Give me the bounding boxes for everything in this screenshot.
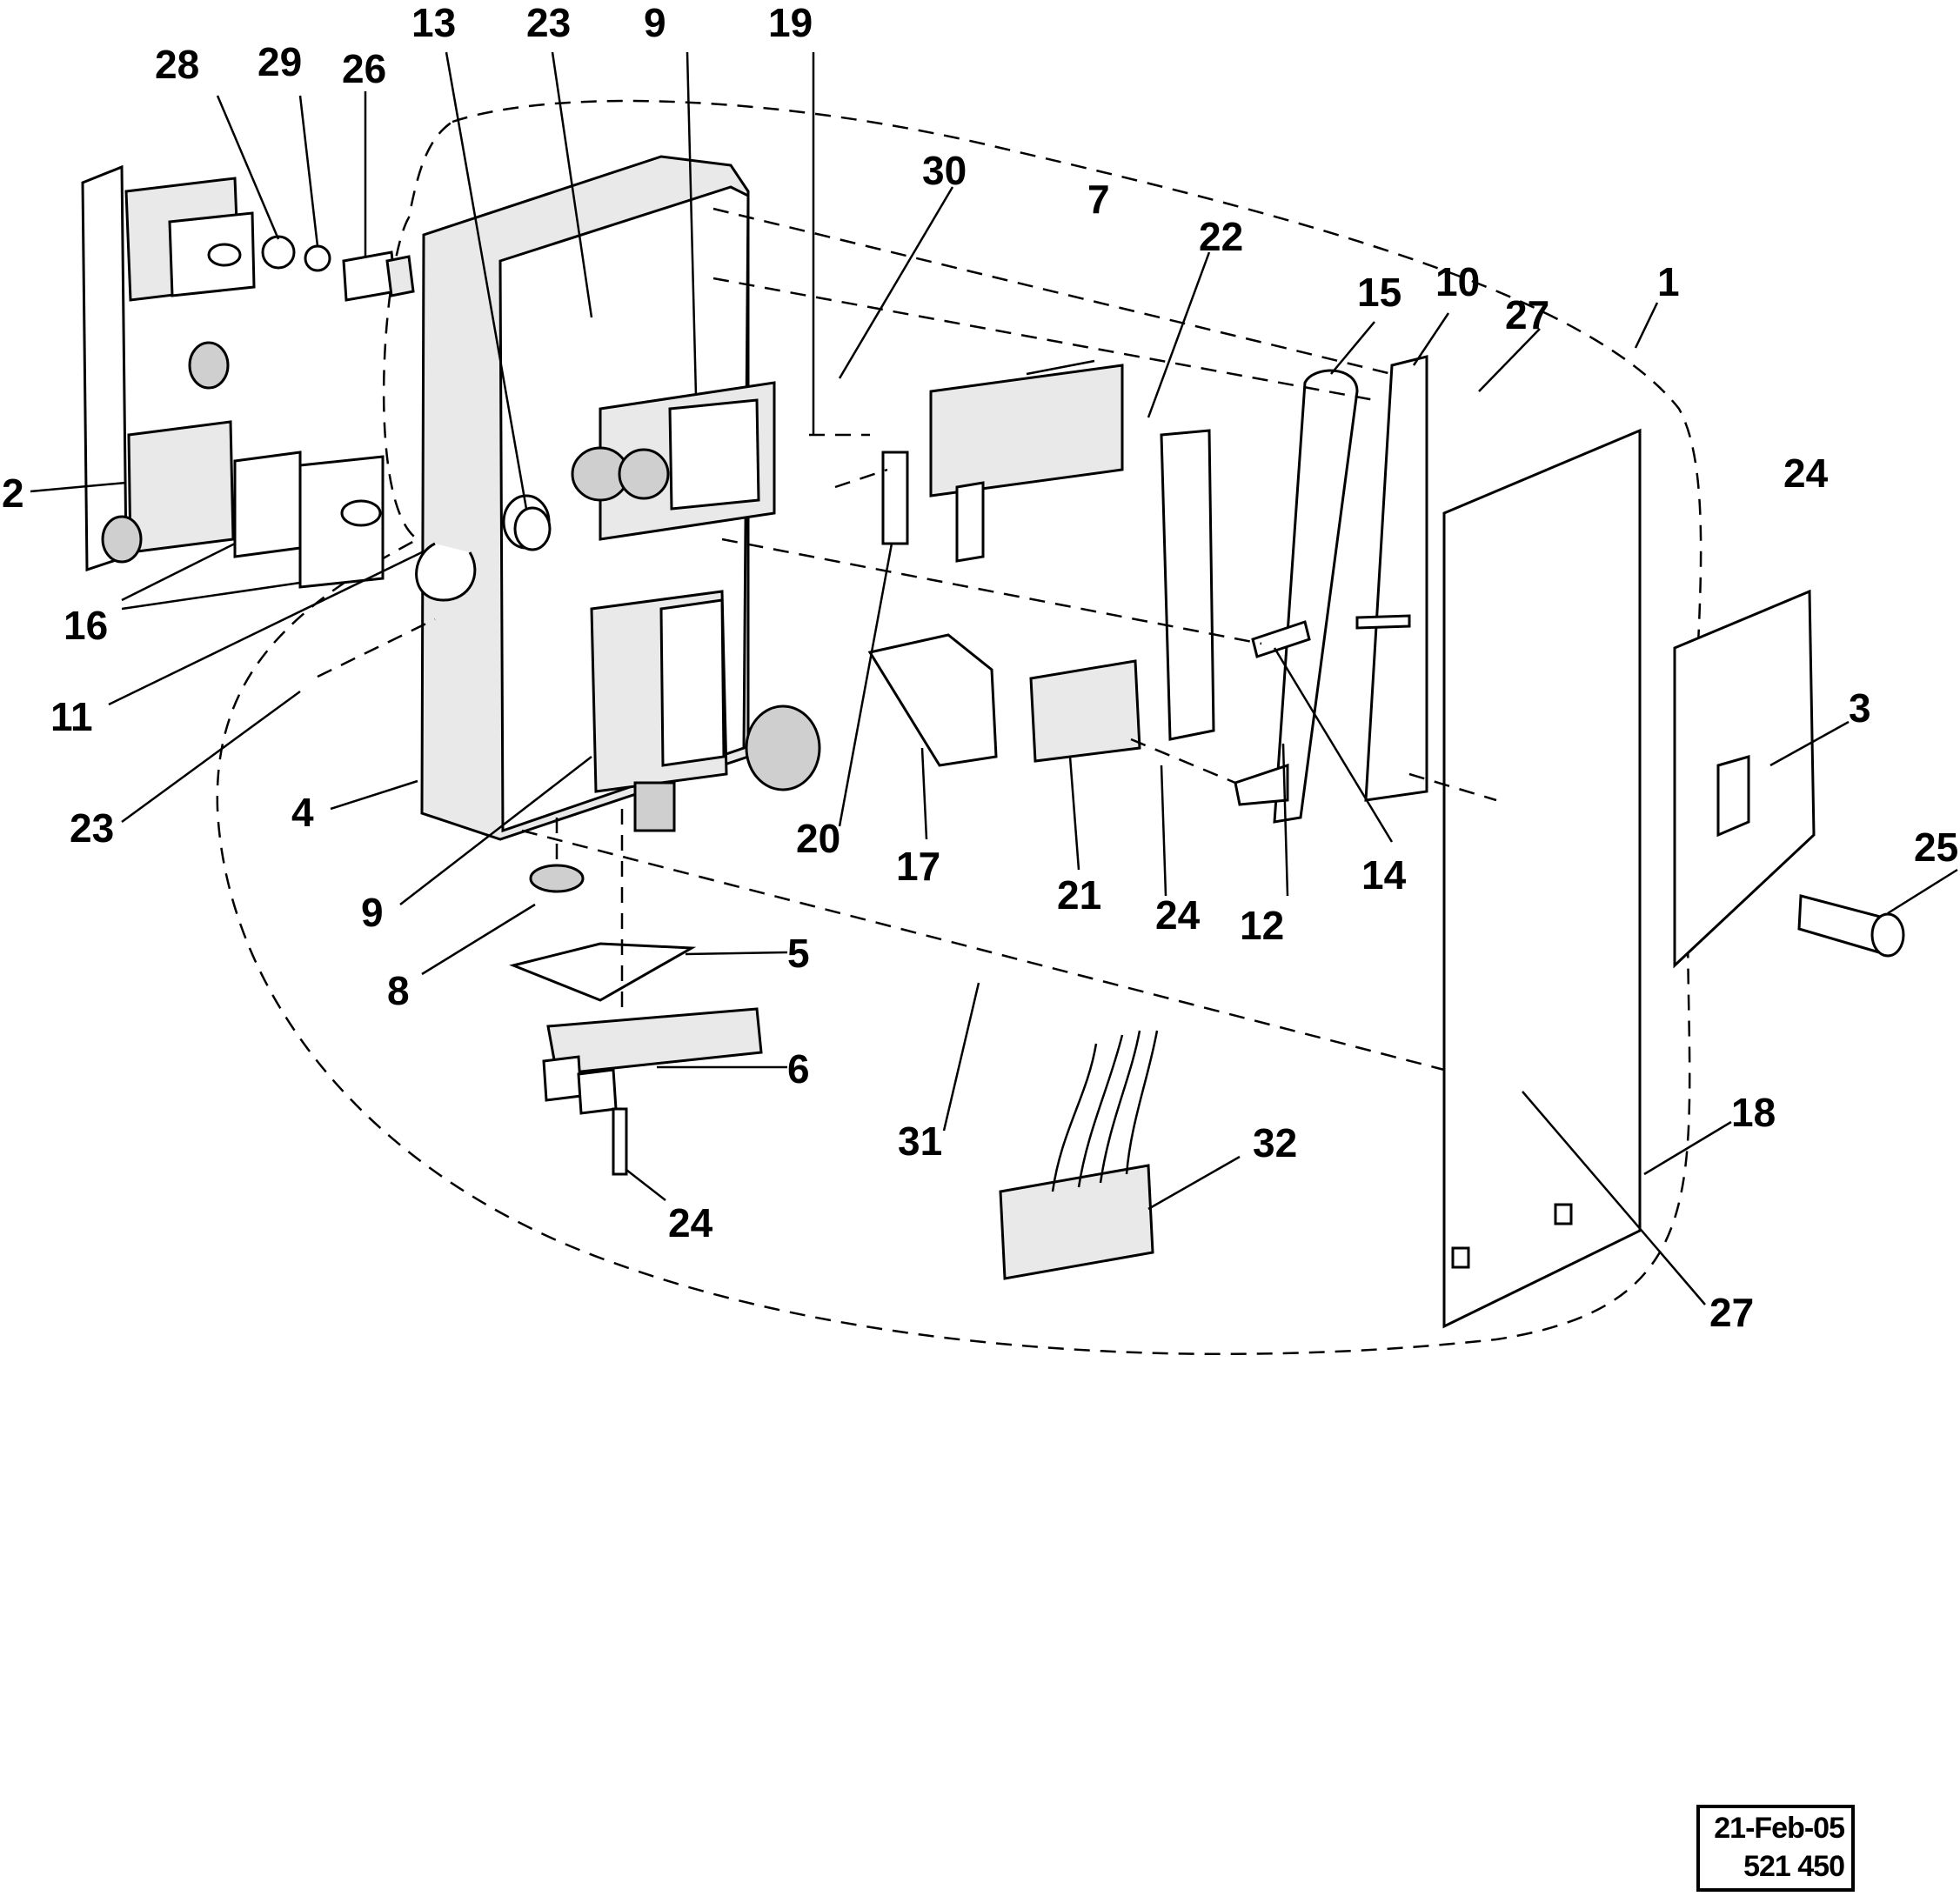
stamp-date: 21-Feb-05 — [1714, 1812, 1845, 1845]
callout-27-bottom: 27 — [1709, 1290, 1754, 1335]
callout-4: 4 — [291, 790, 314, 835]
callout-2: 2 — [2, 471, 24, 516]
callout-10: 10 — [1435, 259, 1480, 304]
callout-19: 19 — [768, 0, 813, 45]
callout-24-mid: 24 — [1155, 892, 1201, 938]
callout-28: 28 — [155, 42, 199, 87]
callout-6: 6 — [787, 1046, 810, 1092]
alignment-line — [1408, 772, 1497, 802]
callout-32: 32 — [1253, 1120, 1297, 1165]
callout-15: 15 — [1357, 270, 1401, 315]
main-frame-part — [420, 155, 821, 841]
callout-8: 8 — [387, 968, 410, 1013]
callout-25: 25 — [1914, 825, 1958, 870]
callout-3: 3 — [1849, 685, 1871, 731]
callout-29: 29 — [258, 39, 302, 84]
callout-20: 20 — [796, 816, 840, 861]
plate-part — [1364, 355, 1428, 802]
spring-clip-parts — [415, 494, 552, 602]
callout-27-top: 27 — [1505, 292, 1549, 337]
callout-24-right: 24 — [1783, 451, 1829, 496]
callout-5: 5 — [787, 931, 810, 976]
alignment-line — [712, 277, 1375, 402]
revision-stamp: 21-Feb-05 521 450 — [1696, 1805, 1855, 1892]
callout-12: 12 — [1240, 903, 1284, 948]
callout-9-top: 9 — [644, 0, 666, 45]
callout-16: 16 — [64, 603, 108, 648]
cover-plate-part — [1442, 428, 1642, 1329]
callout-18: 18 — [1731, 1090, 1776, 1135]
callout-11: 11 — [50, 694, 93, 739]
callout-7: 7 — [1087, 177, 1110, 222]
callout-23-left: 23 — [70, 805, 114, 851]
striker-plate-part — [1673, 589, 1816, 969]
callout-14: 14 — [1361, 852, 1407, 898]
lower-parts — [509, 864, 763, 1176]
washer-screw-parts — [261, 235, 415, 302]
stamp-number: 521 450 — [1743, 1850, 1845, 1883]
alignment-line — [721, 538, 1262, 645]
alignment-line — [521, 829, 1445, 1072]
alignment-line — [317, 618, 436, 678]
callout-24-bottom: 24 — [668, 1200, 713, 1245]
mid-parts — [867, 451, 1411, 767]
leader-lines — [30, 51, 1958, 1305]
callout-30: 30 — [922, 148, 967, 193]
callout-22: 22 — [1199, 214, 1243, 259]
callout-23-top: 23 — [526, 0, 571, 45]
callout-26: 26 — [342, 46, 386, 91]
lever-bracket-part — [1160, 429, 1215, 741]
callout-1: 1 — [1657, 259, 1680, 304]
callout-21: 21 — [1057, 872, 1101, 918]
connector-part — [999, 1030, 1159, 1280]
callout-17: 17 — [896, 844, 940, 889]
callout-13: 13 — [411, 0, 456, 45]
alignment-line — [1130, 738, 1236, 785]
callout-31: 31 — [898, 1118, 942, 1164]
alignment-line — [712, 207, 1393, 376]
microswitch-part — [929, 364, 1124, 563]
callout-9-bottom: 9 — [361, 890, 384, 935]
bracket-assembly-part — [81, 164, 385, 589]
lever-part — [1234, 369, 1359, 824]
alignment-line — [834, 468, 888, 489]
screw-part — [1797, 894, 1905, 958]
